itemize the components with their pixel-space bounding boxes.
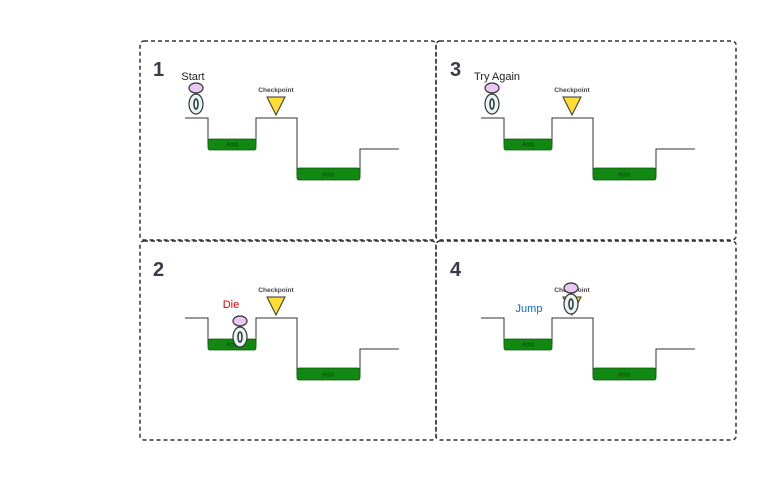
- acid-pool-icon: [503, 338, 553, 351]
- acid-pool-icon: [296, 367, 361, 381]
- player-icon: [232, 315, 248, 348]
- panel-1: 1 Start Acid Acid Checkpoint: [139, 40, 437, 241]
- player-icon: [188, 82, 204, 115]
- ground-terrain: [185, 317, 399, 375]
- checkpoint-flag-icon: [266, 296, 286, 317]
- acid-pool-icon: [592, 367, 657, 381]
- panel-caption: Start: [181, 71, 204, 83]
- checkpoint-label: Checkpoint: [554, 87, 590, 94]
- panel-4: 4 Jump Acid Acid Checkpoint: [435, 240, 737, 441]
- panel-number: 2: [153, 259, 164, 281]
- panel-border: [139, 240, 437, 441]
- panel-caption: Jump: [516, 303, 543, 315]
- panel-caption: Try Again: [474, 71, 520, 83]
- player-icon: [563, 282, 579, 315]
- acid-label: Acid: [226, 343, 238, 349]
- acid-pool-icon: [207, 138, 257, 151]
- panel-caption: Die: [223, 299, 240, 311]
- acid-label: Acid: [522, 143, 534, 149]
- panel-number: 3: [450, 59, 461, 81]
- panel-border: [435, 40, 737, 241]
- acid-label: Acid: [522, 343, 534, 349]
- panel-border: [139, 40, 437, 241]
- acid-pool-icon: [503, 138, 553, 151]
- acid-label: Acid: [322, 173, 334, 179]
- acid-label: Acid: [226, 143, 238, 149]
- checkpoint-label: Checkpoint: [258, 87, 294, 94]
- panel-number: 4: [450, 259, 462, 281]
- checkpoint-label: Checkpoint: [258, 287, 294, 294]
- panel-3: 3 Try Again Acid Acid Checkpoint: [435, 40, 737, 241]
- acid-pool-icon: [296, 167, 361, 181]
- panel-2: 2 Die Acid Acid Checkpoint: [139, 240, 437, 441]
- checkpoint-flag-icon: [562, 96, 582, 117]
- ground-terrain: [481, 117, 695, 175]
- acid-label: Acid: [618, 373, 630, 379]
- panel-number: 1: [153, 59, 164, 81]
- ground-terrain: [185, 117, 399, 175]
- acid-label: Acid: [322, 373, 334, 379]
- acid-pool-icon: [592, 167, 657, 181]
- panel-border: [435, 240, 737, 441]
- acid-label: Acid: [618, 173, 630, 179]
- checkpoint-flag-icon: [266, 96, 286, 117]
- ground-terrain: [481, 317, 695, 375]
- player-icon: [484, 82, 500, 115]
